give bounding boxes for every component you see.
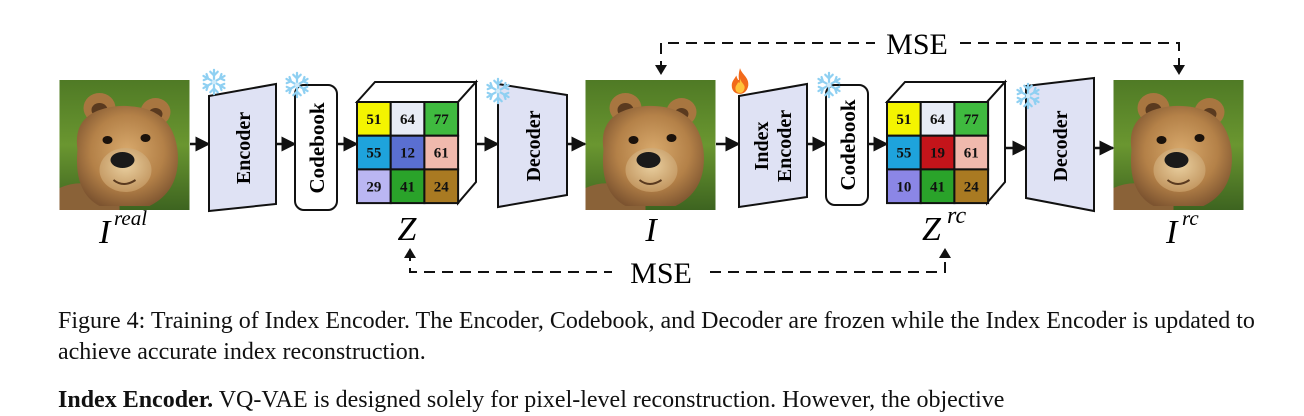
grid-zrc-cell-value: 77 xyxy=(964,112,980,128)
encoder-label: Encoder xyxy=(233,112,255,184)
grid-zrc-cell-value: 55 xyxy=(896,146,911,162)
label-i-rc: I rc xyxy=(1165,206,1199,251)
grid-zrc-cell xyxy=(953,168,990,205)
grid-z-cell-value: 77 xyxy=(434,112,450,128)
index-encoder-label-2: Encoder xyxy=(774,110,796,182)
codebook-block-1: Codebook xyxy=(294,84,338,211)
grid-zrc-cell xyxy=(919,134,956,171)
pipeline-arrows xyxy=(190,136,1115,156)
encoder-block: Encoder xyxy=(208,82,277,213)
grid-zrc-cell xyxy=(886,168,922,205)
label-i: I xyxy=(644,212,658,249)
label-i-real: I real xyxy=(98,206,147,251)
svg-text:I: I xyxy=(1165,214,1179,251)
index-reconstructed-image xyxy=(1113,80,1244,210)
grid-zrc-cell-value: 64 xyxy=(930,112,946,128)
grid-zrc-cell xyxy=(919,101,956,137)
codebook-label-2: Codebook xyxy=(836,99,860,190)
svg-text:Z: Z xyxy=(922,211,942,248)
mse-top-label: MSE xyxy=(886,28,948,61)
index-grid-z: 51 64 77 55 12 61 29 41 24 xyxy=(354,79,479,206)
grid-zrc-cell-value: 10 xyxy=(896,179,911,195)
index-encoder-block: Index Encoder xyxy=(738,82,808,209)
grid-z-cell xyxy=(423,101,460,137)
svg-text:rc: rc xyxy=(947,203,966,229)
grid-zrc-cell-value: 51 xyxy=(896,112,911,128)
svg-text:rc: rc xyxy=(1182,206,1199,230)
index-grid-zrc: 51 64 77 55 19 61 10 41 24 xyxy=(884,79,1008,206)
label-z: Z xyxy=(398,211,418,248)
snowflake-icon xyxy=(202,68,226,96)
paragraph-text: VQ-VAE is designed solely for pixel-leve… xyxy=(213,387,1005,413)
grid-z-cell-value: 24 xyxy=(434,179,450,195)
figure-caption: Figure 4: Training of Index Encoder. The… xyxy=(58,308,1255,365)
grid-zrc-cell-value: 19 xyxy=(930,146,945,162)
grid-z-cell-value: 64 xyxy=(400,112,416,128)
mse-bottom-label: MSE xyxy=(630,257,692,290)
grid-z-cell xyxy=(389,134,426,171)
grid-z-cell-value: 41 xyxy=(400,179,415,195)
grid-z-cell xyxy=(356,168,392,205)
grid-z-cell-value: 29 xyxy=(366,179,381,195)
real-image xyxy=(59,80,190,210)
grid-zrc-cell-value: 41 xyxy=(930,179,945,195)
mse-top-loss: MSE xyxy=(655,28,1185,75)
svg-text:I: I xyxy=(98,214,112,251)
index-encoder-label-1: Index xyxy=(751,122,773,171)
grid-zrc-cell xyxy=(953,101,990,137)
reconstructed-image xyxy=(585,80,716,210)
grid-zrc-cell-value: 24 xyxy=(964,179,980,195)
decoder-block-2: Decoder xyxy=(1025,76,1095,213)
svg-text:real: real xyxy=(114,206,147,230)
training-figure: Encoder Codebook 51 64 77 55 12 61 29 41 24 Deco… xyxy=(59,28,1244,290)
decoder-label-1: Decoder xyxy=(523,110,545,181)
decoder-label-2: Decoder xyxy=(1050,110,1072,181)
grid-z-cell-value: 61 xyxy=(434,146,449,162)
decoder-block-1: Decoder xyxy=(497,82,568,209)
grid-z-cell xyxy=(423,168,460,205)
grid-zrc-cell-value: 61 xyxy=(964,146,979,162)
grid-z-cell-value: 55 xyxy=(366,146,381,162)
flame-icon xyxy=(731,68,749,94)
mse-bottom-loss: MSE xyxy=(404,248,951,290)
grid-z-cell-value: 51 xyxy=(366,112,381,128)
label-z-rc: Z rc xyxy=(922,203,966,248)
codebook-label-1: Codebook xyxy=(305,102,329,193)
paragraph-lead: Index Encoder. xyxy=(58,387,214,413)
grid-z-cell-value: 12 xyxy=(400,146,415,162)
codebook-block-2: Codebook xyxy=(825,84,869,206)
next-paragraph: Index Encoder. VQ-VAE is designed solely… xyxy=(58,385,1258,416)
